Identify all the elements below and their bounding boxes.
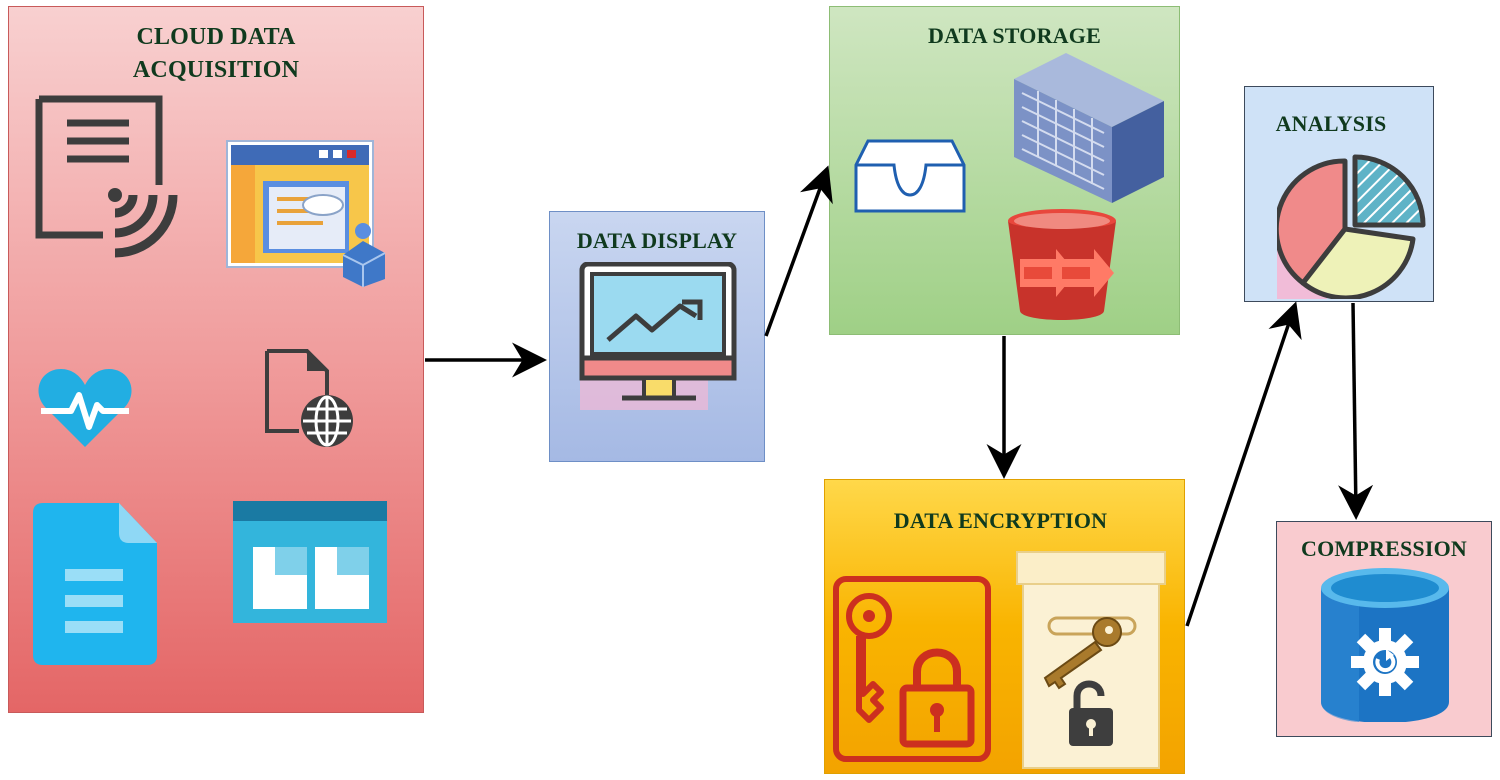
acquisition-box: CLOUD DATA ACQUISITION — [8, 6, 424, 713]
monitor-chart-icon — [579, 262, 737, 410]
storage-box: DATA STORAGE — [829, 6, 1180, 335]
display-box: DATA DISPLAY — [549, 211, 765, 462]
inbox-tray-icon — [854, 139, 966, 213]
acquisition-title: CLOUD DATA ACQUISITION — [9, 21, 423, 87]
encryption-box: DATA ENCRYPTION — [824, 479, 1185, 774]
gallery-icon — [233, 501, 387, 623]
key-lock-icon — [833, 576, 991, 762]
web-document-icon — [265, 349, 353, 447]
arrow-encryption-to-analysis — [1185, 301, 1302, 627]
heartbeat-icon — [38, 369, 132, 447]
arrow-analysis-to-compression — [1338, 302, 1374, 520]
storage-bucket-icon — [1008, 209, 1116, 320]
analysis-title: ANALYSIS — [1275, 111, 1387, 136]
storage-title: DATA STORAGE — [928, 23, 1101, 48]
analysis-box: ANALYSIS — [1244, 86, 1434, 302]
acquisition-title-line1: CLOUD DATA — [136, 24, 296, 50]
wireless-document-icon — [35, 95, 178, 258]
database-gear-icon — [1321, 568, 1449, 722]
acquisition-title-line2: ACQUISITION — [132, 57, 300, 83]
server-rack-icon — [1014, 53, 1164, 203]
pie-chart-icon — [1277, 154, 1426, 299]
key-padlock-icon — [1016, 551, 1166, 769]
encryption-title: DATA ENCRYPTION — [893, 508, 1108, 533]
compression-box: COMPRESSION — [1276, 521, 1492, 737]
compression-title: COMPRESSION — [1301, 536, 1467, 561]
display-title: DATA DISPLAY — [576, 228, 738, 253]
arrow-display-to-storage — [764, 165, 833, 337]
web-chat-user-icon — [226, 140, 386, 287]
document-icon — [33, 503, 157, 665]
